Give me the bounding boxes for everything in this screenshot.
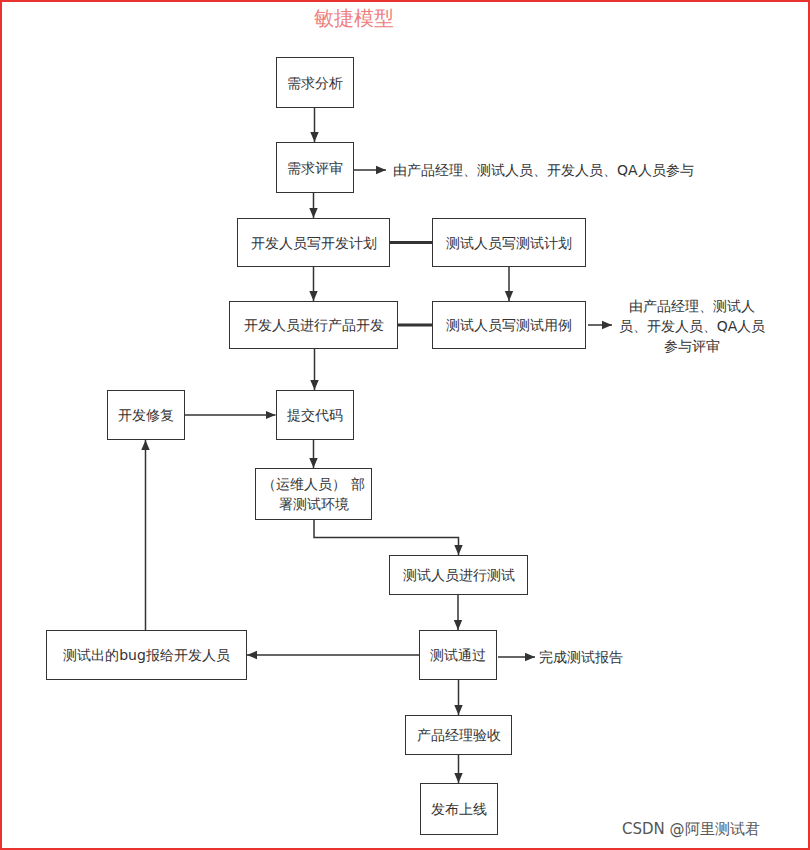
- box-text: 测试通过: [430, 645, 486, 665]
- flow-arrow: [247, 654, 419, 656]
- flow-arrow: [313, 440, 315, 468]
- flow-arrow: [313, 267, 315, 301]
- process-box: 产品经理验收: [405, 715, 512, 755]
- box-text: （运维人员） 部署测试环境: [262, 474, 365, 514]
- box-text: 测试出的bug报给开发人员: [63, 645, 230, 665]
- note-text: 由产品经理、测试人员、开发人员、QA人员参与评审: [616, 296, 768, 356]
- box-text: 开发人员进行产品开发: [244, 315, 384, 335]
- link-line: [398, 324, 432, 327]
- leader-arrow: [498, 656, 535, 658]
- flow-arrow: [314, 349, 316, 390]
- process-box: 测试出的bug报给开发人员: [46, 630, 247, 680]
- process-box: 需求分析: [276, 57, 354, 108]
- flow-arrow: [185, 414, 276, 416]
- box-text: 测试人员写测试计划: [446, 233, 572, 253]
- process-box: 发布上线: [420, 783, 498, 835]
- flow-arrow: [508, 267, 510, 301]
- process-box: （运维人员） 部署测试环境: [255, 468, 372, 520]
- note-text: 完成测试报告: [539, 647, 623, 667]
- note-text: 由产品经理、测试人员、开发人员、QA人员参与: [393, 160, 694, 180]
- process-box: 测试人员进行测试: [389, 555, 528, 595]
- flow-arrow: [314, 520, 459, 555]
- diagram-title: 敏捷模型: [314, 5, 394, 31]
- flow-arrow: [458, 755, 460, 783]
- leader-arrow: [588, 324, 612, 326]
- process-box: 开发人员进行产品开发: [229, 301, 398, 349]
- box-text: 发布上线: [431, 799, 487, 819]
- process-box: 测试人员写测试用例: [432, 301, 586, 349]
- process-box: 开发修复: [107, 390, 185, 440]
- box-text: 需求分析: [287, 73, 343, 93]
- box-text: 开发修复: [118, 405, 174, 425]
- process-box: 测试通过: [419, 630, 497, 680]
- process-box: 需求评审: [276, 142, 354, 193]
- box-text: 产品经理验收: [417, 725, 501, 745]
- box-text: 需求评审: [287, 158, 343, 178]
- flow-arrow: [313, 193, 315, 218]
- box-text: 测试人员进行测试: [403, 565, 515, 585]
- flow-arrow: [458, 680, 460, 715]
- process-box: 测试人员写测试计划: [432, 218, 586, 267]
- leader-arrow: [354, 169, 386, 171]
- box-text: 开发人员写开发计划: [251, 233, 377, 253]
- box-text: 提交代码: [287, 405, 343, 425]
- flow-arrow: [314, 108, 316, 142]
- flow-arrow: [457, 595, 459, 630]
- link-line: [390, 241, 432, 244]
- process-box: 开发人员写开发计划: [237, 218, 390, 267]
- flow-arrow: [145, 440, 147, 630]
- box-text: 测试人员写测试用例: [446, 315, 572, 335]
- watermark: CSDN @阿里测试君: [622, 819, 760, 839]
- process-box: 提交代码: [276, 390, 354, 440]
